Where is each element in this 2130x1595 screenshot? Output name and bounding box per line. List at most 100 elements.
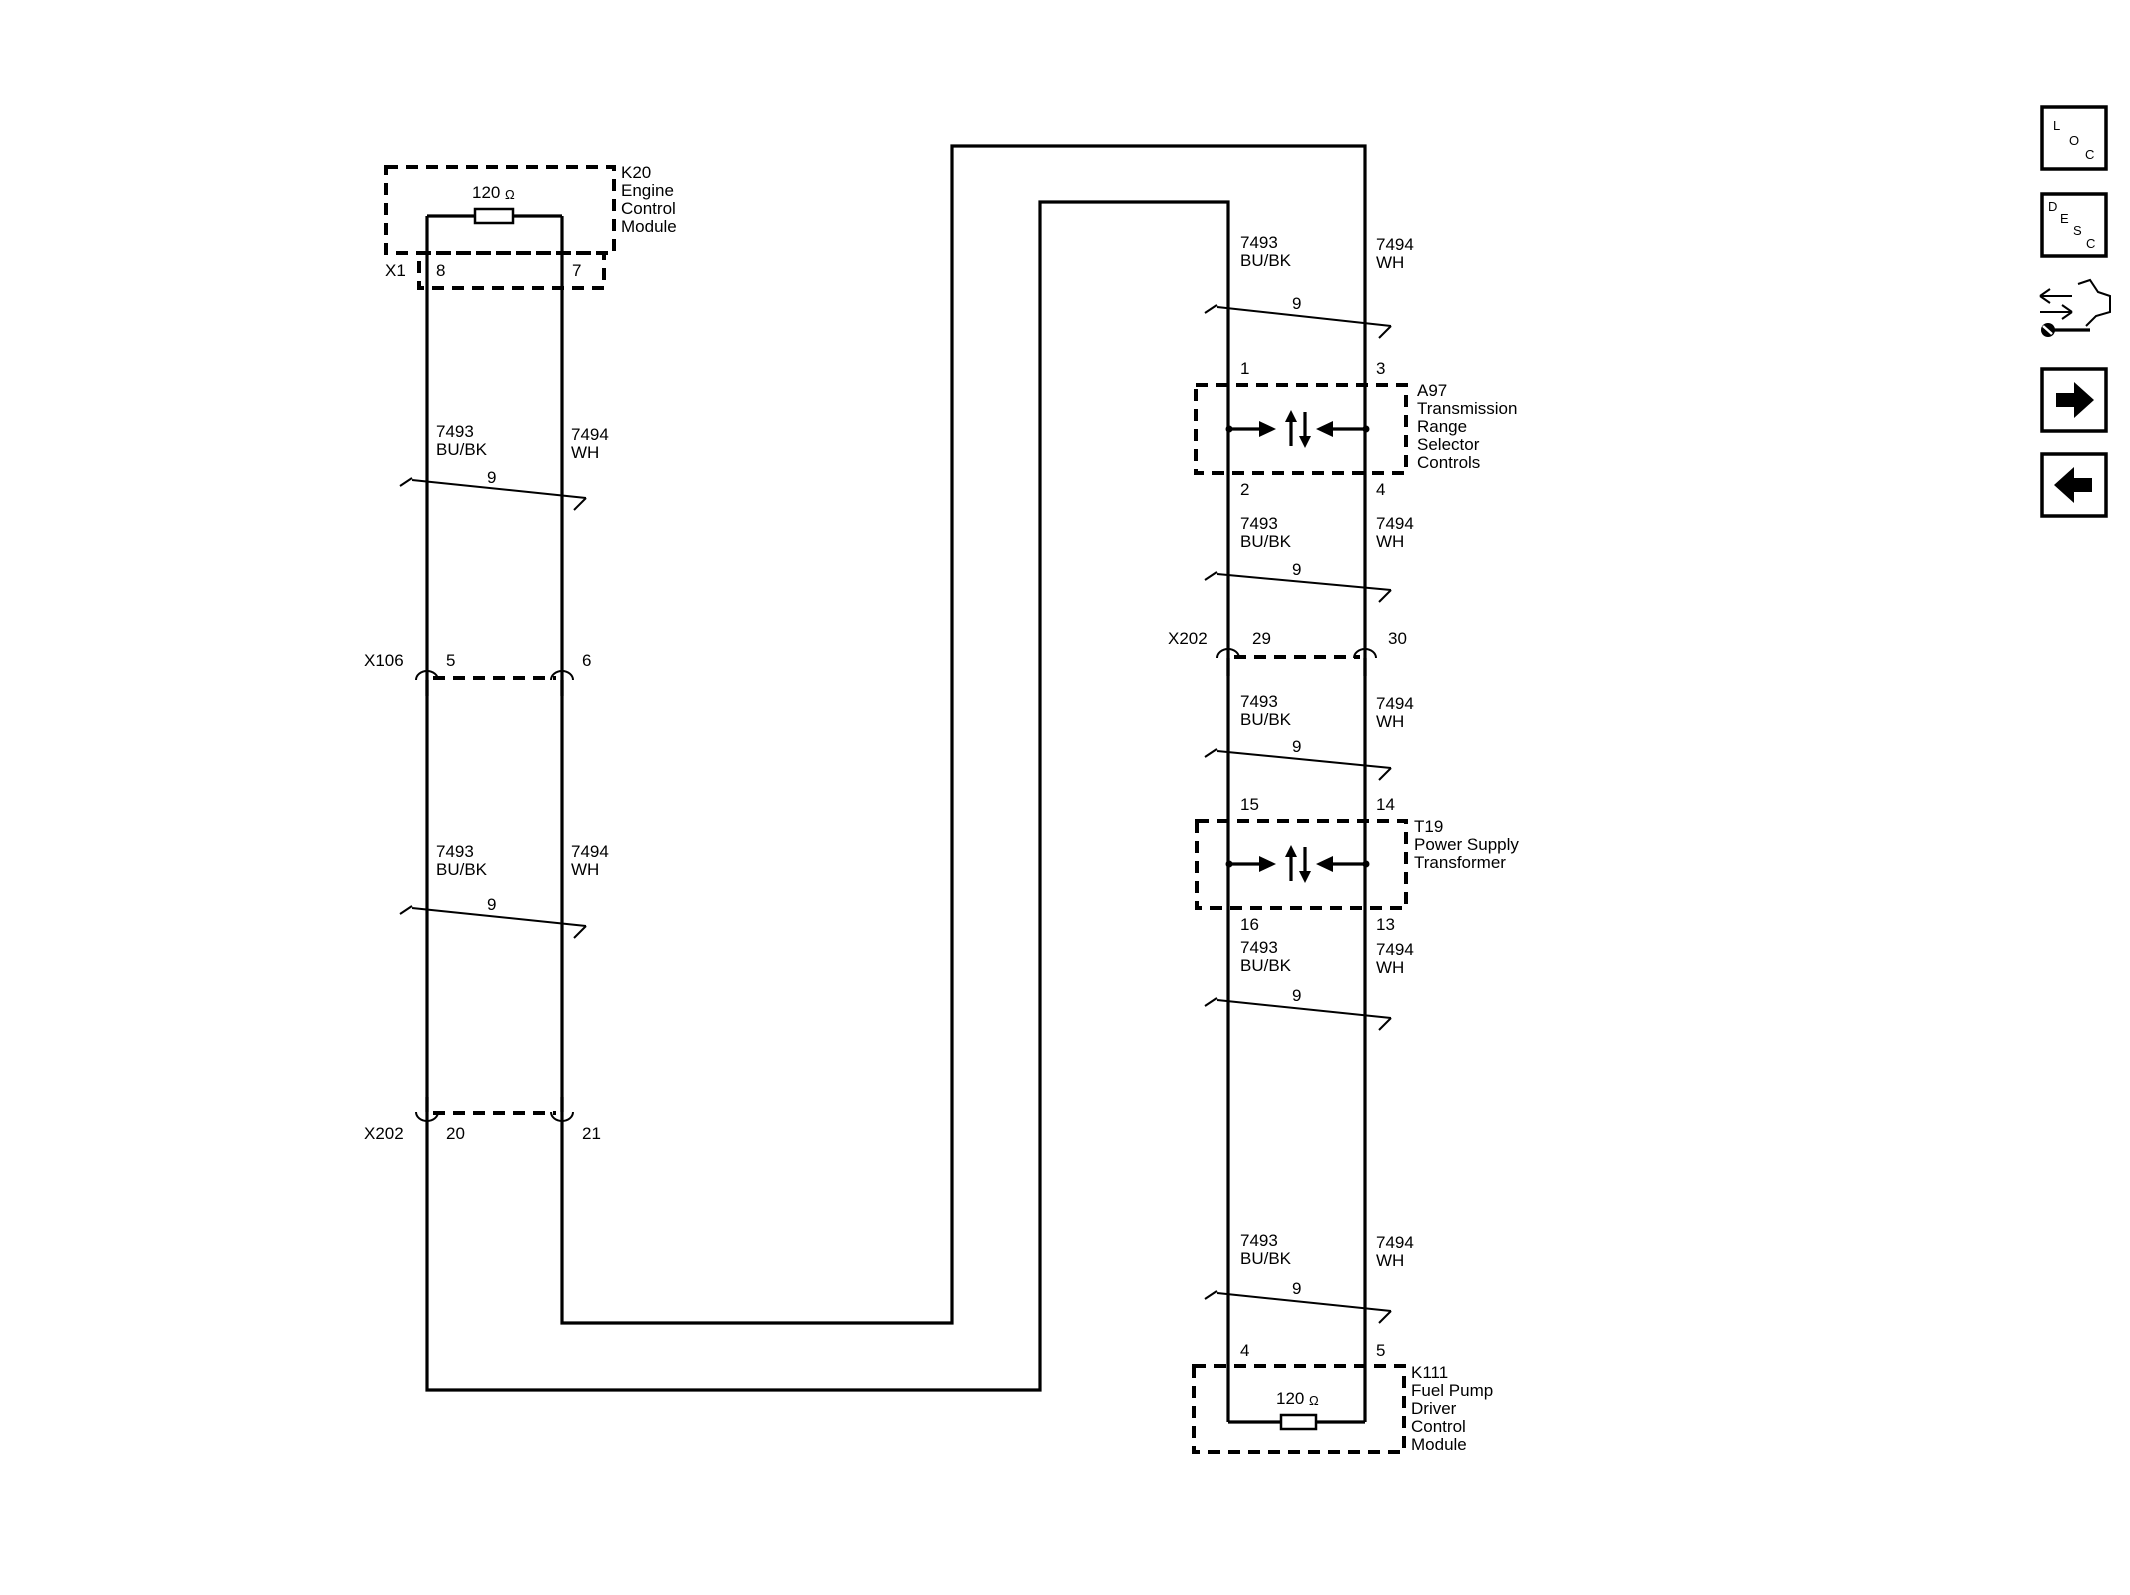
k111-resistor-value: 120 <box>1276 1389 1304 1408</box>
right-seg2-twist: 9 <box>1292 560 1301 579</box>
left-seg2-circuit-b: 7494 <box>571 842 609 861</box>
twisted-pair-symbol <box>1204 304 1392 339</box>
x202-right-connector[interactable]: X202 29 30 <box>1168 629 1407 676</box>
k111-fuel-pump-driver-control-module[interactable]: 4 5 120 Ω K111 Fuel Pump Driver Control … <box>1192 1341 1493 1454</box>
k111-resistor-symbol <box>1279 1413 1318 1431</box>
twisted-pair-symbol <box>1204 571 1392 603</box>
t19-pin-15: 15 <box>1240 795 1259 814</box>
k20-resistor-symbol <box>473 207 515 225</box>
left-wire-pair <box>425 144 1367 1422</box>
k20-ref: K20 <box>621 163 651 182</box>
right-seg3-twist: 9 <box>1292 737 1301 756</box>
desc-button[interactable]: D E S C <box>2040 192 2108 258</box>
next-page-button[interactable] <box>2040 367 2108 433</box>
a97-name-line-4: Controls <box>1417 453 1480 472</box>
previous-page-button[interactable] <box>2040 452 2108 518</box>
right-seg3-color-a: BU/BK <box>1240 710 1292 729</box>
right-seg1-twist: 9 <box>1292 294 1301 313</box>
x106-pin-left: 5 <box>446 651 455 670</box>
desc-letter-d: D <box>2048 199 2057 214</box>
desc-letter-c: C <box>2086 236 2095 251</box>
k20-pin-left: 8 <box>436 261 445 280</box>
twisted-pair-symbol <box>1204 997 1392 1031</box>
right-seg5-circuit-b: 7494 <box>1376 1233 1414 1252</box>
x202-right-pin-right: 30 <box>1388 629 1407 648</box>
k20-engine-control-module[interactable]: 120 Ω K20 Engine Control Module X1 8 7 <box>384 163 677 290</box>
k111-name-line-1: Fuel Pump <box>1411 1381 1493 1400</box>
right-seg4-circuit-b: 7494 <box>1376 940 1414 959</box>
left-seg2-color-b: WH <box>571 860 599 879</box>
k20-name-line-1: Engine <box>621 181 674 200</box>
right-seg5-circuit-a: 7493 <box>1240 1231 1278 1250</box>
k20-name-line-2: Control <box>621 199 676 218</box>
twisted-pair-symbol <box>1204 1290 1392 1324</box>
k20-connector-label: X1 <box>385 261 406 280</box>
right-seg1-color-b: WH <box>1376 253 1404 272</box>
t19-name-line-2: Transformer <box>1414 853 1506 872</box>
right-seg5-color-b: WH <box>1376 1251 1404 1270</box>
connector-repair-icon[interactable] <box>2039 278 2111 337</box>
k20-name-line-3: Module <box>621 217 677 236</box>
left-seg2-color-a: BU/BK <box>436 860 488 879</box>
a97-pin-1: 1 <box>1240 359 1249 378</box>
x106-connector[interactable]: X106 5 6 <box>364 651 591 696</box>
a97-transmission-range-selector-controls[interactable]: 1 3 2 4 A97 Transmission Range Selector … <box>1194 359 1517 499</box>
twisted-pair-symbol <box>399 477 587 511</box>
x202-left-ref: X202 <box>364 1124 404 1143</box>
t19-pin-16: 16 <box>1240 915 1259 934</box>
x202-right-ref: X202 <box>1168 629 1208 648</box>
a97-name-line-1: Transmission <box>1417 399 1517 418</box>
wire-7494-left-run <box>560 144 1367 1422</box>
right-seg2-color-b: WH <box>1376 532 1404 551</box>
loc-letter-c: C <box>2085 147 2094 162</box>
right-seg1-circuit-a: 7493 <box>1240 233 1278 252</box>
x106-ref: X106 <box>364 651 404 670</box>
k111-pin-left: 4 <box>1240 1341 1249 1360</box>
t19-pin-13: 13 <box>1376 915 1395 934</box>
a97-pin-4: 4 <box>1376 480 1385 499</box>
k111-ohm-symbol: Ω <box>1309 1393 1319 1408</box>
x202-right-pin-left: 29 <box>1252 629 1271 648</box>
right-seg4-color-a: BU/BK <box>1240 956 1292 975</box>
right-seg2-color-a: BU/BK <box>1240 532 1292 551</box>
k111-name-line-3: Control <box>1411 1417 1466 1436</box>
right-seg2-circuit-a: 7493 <box>1240 514 1278 533</box>
a97-name-line-3: Selector <box>1417 435 1480 454</box>
left-seg2-circuit-a: 7493 <box>436 842 474 861</box>
right-seg2-circuit-b: 7494 <box>1376 514 1414 533</box>
k111-ref: K111 <box>1411 1363 1448 1382</box>
a97-pin-3: 3 <box>1376 359 1385 378</box>
right-seg1-circuit-b: 7494 <box>1376 235 1414 254</box>
t19-pin-14: 14 <box>1376 795 1395 814</box>
right-seg5-color-a: BU/BK <box>1240 1249 1292 1268</box>
right-seg4-twist: 9 <box>1292 986 1301 1005</box>
k111-name-line-2: Driver <box>1411 1399 1457 1418</box>
a97-ref: A97 <box>1417 381 1447 400</box>
left-seg1-circuit-a: 7493 <box>436 422 474 441</box>
loc-letter-l: L <box>2053 118 2060 133</box>
t19-power-supply-transformer[interactable]: 15 14 16 13 T19 Power Supply Transformer <box>1195 795 1519 934</box>
right-seg4-color-b: WH <box>1376 958 1404 977</box>
t19-ref: T19 <box>1414 817 1443 836</box>
k111-name-line-4: Module <box>1411 1435 1467 1454</box>
right-seg3-color-b: WH <box>1376 712 1404 731</box>
a97-pin-2: 2 <box>1240 480 1249 499</box>
a97-transceiver-arrows-icon <box>1225 410 1370 448</box>
twisted-pair-symbol <box>399 905 587 939</box>
left-seg1-color-b: WH <box>571 443 599 462</box>
twisted-pair-symbol <box>1204 748 1392 781</box>
x202-left-connector[interactable]: X202 20 21 <box>364 1097 601 1143</box>
wire-7493-left-run <box>425 200 1230 1422</box>
loc-button[interactable]: L O C <box>2040 105 2108 171</box>
k111-pin-right: 5 <box>1376 1341 1385 1360</box>
k20-ohm-symbol: Ω <box>505 187 515 202</box>
t19-transceiver-arrows-icon <box>1225 845 1370 883</box>
right-seg3-circuit-b: 7494 <box>1376 694 1414 713</box>
x202-left-pin-right: 21 <box>582 1124 601 1143</box>
right-seg1-color-a: BU/BK <box>1240 251 1292 270</box>
left-seg1-color-a: BU/BK <box>436 440 488 459</box>
desc-letter-s: S <box>2073 223 2082 238</box>
x202-left-pin-left: 20 <box>446 1124 465 1143</box>
k20-resistor-value: 120 <box>472 183 500 202</box>
